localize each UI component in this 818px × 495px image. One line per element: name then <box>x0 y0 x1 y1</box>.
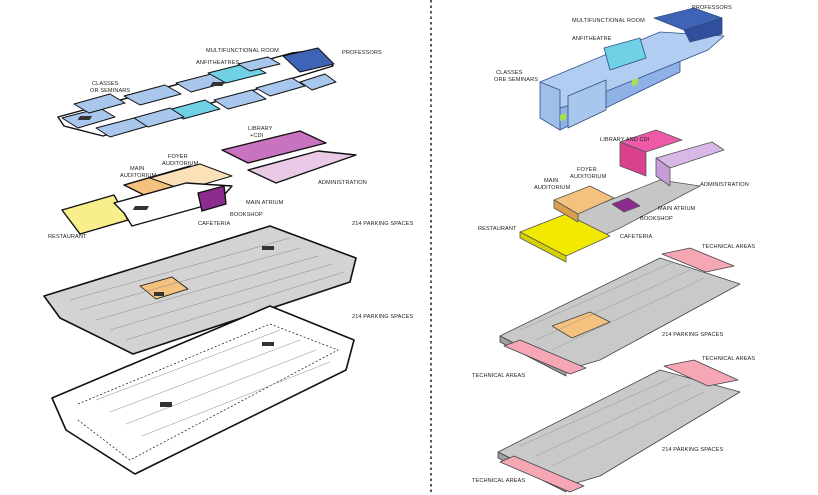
right-parking-2-stalls <box>519 375 705 467</box>
right-label-technical-4: TECHNICAL AREAS <box>472 478 525 484</box>
right-library-side <box>619 141 647 177</box>
right-bookshop <box>611 197 641 213</box>
right-floor-classes <box>539 7 725 131</box>
right-class-block <box>567 79 607 129</box>
left-floor-ground <box>61 130 357 235</box>
left-class-room <box>133 107 185 128</box>
left-stair <box>132 206 150 210</box>
left-parking-2-stalls <box>95 329 331 437</box>
right-green-accent <box>560 113 566 121</box>
left-parking-1-auditorium <box>139 276 189 300</box>
left-class-room <box>213 89 267 110</box>
left-stair <box>210 82 225 86</box>
left-label-library-2: +CDI <box>250 133 264 139</box>
left-administration <box>247 150 357 184</box>
right-label-main-atrium: MAIN ATRIUM <box>658 206 696 212</box>
left-stair <box>77 116 93 120</box>
right-label-library: LIBRARY AND CDI <box>600 137 650 143</box>
left-label-multifunctional: MULTIFUNCTIONAL ROOM <box>206 48 279 54</box>
left-class-room <box>123 84 182 106</box>
right-anfitheatre <box>603 37 647 71</box>
left-multifunctional-room <box>237 56 281 72</box>
left-class-room <box>255 77 306 97</box>
right-label-professors: PROFESSORS <box>692 5 732 11</box>
right-parking-2-stall-row <box>519 375 705 467</box>
left-floor-classes <box>57 47 337 138</box>
left-label-bookshop: BOOKSHOP <box>230 212 263 218</box>
right-label-classes-2: ORE SEMINARS <box>494 77 538 83</box>
right-floor-ground <box>519 129 725 263</box>
left-bookshop <box>197 185 227 212</box>
right-parking-1-auditorium <box>551 311 611 339</box>
left-library <box>221 130 327 164</box>
left-parking-2-stair <box>262 342 274 346</box>
right-restaurant-side <box>519 231 567 263</box>
left-parking-1-stall-row <box>69 237 345 341</box>
left-parking-2-stair <box>160 402 172 407</box>
right-label-cafeteria: CAFETERIA <box>620 234 652 240</box>
left-parking-2-dashed <box>77 323 339 461</box>
left-label-parking-1: 214 PARKING SPACES <box>352 221 413 227</box>
left-label-classes-1: CLASSES <box>92 81 119 87</box>
right-label-foyer-2: AUDITORIUM <box>570 174 607 180</box>
right-parking-1-stall-row <box>519 261 705 351</box>
right-label-restaurant: RESTAURANT <box>478 226 517 232</box>
right-professors-side <box>683 17 723 43</box>
left-label-classes-2: OR SEMINARS <box>90 88 130 94</box>
left-label-foyer-2: AUDITORIUM <box>162 161 199 167</box>
right-parking-2-tech-top <box>663 359 739 387</box>
left-diagram: MULTIFUNCTIONAL ROOM PROFESSORS ANFITHEA… <box>43 47 413 475</box>
right-label-multifunctional: MULTIFUNCTIONAL ROOM <box>572 18 645 24</box>
left-parking-2-stall-row <box>95 329 331 437</box>
left-restaurant <box>61 194 129 235</box>
left-class-room <box>299 73 337 91</box>
left-parking-2 <box>51 305 355 475</box>
right-labels: PROFESSORS MULTIFUNCTIONAL ROOM ANFITHEA… <box>472 5 755 484</box>
left-label-administration: ADMINISTRATION <box>318 180 367 186</box>
right-label-foyer-1: FOYER <box>577 167 597 173</box>
left-parking-1-stalls <box>69 237 345 341</box>
left-label-library-1: LIBRARY <box>248 126 273 132</box>
right-classes-front <box>539 81 561 131</box>
left-label-anfitheatres: ANFITHEATRES <box>196 60 240 66</box>
left-label-mainaud-2: AUDITORIUM <box>120 173 157 179</box>
left-label-foyer-1: FOYER <box>168 154 188 160</box>
right-parking-1-stalls <box>519 261 705 351</box>
right-label-parking-1: 214 PARKING SPACES <box>662 332 723 338</box>
right-label-anfitheatre: ANFITHEATRE <box>572 36 612 42</box>
right-label-technical-3: TECHNICAL AREAS <box>472 373 525 379</box>
left-label-cafeteria: CAFETERIA <box>198 221 230 227</box>
right-parking-2-tech <box>499 455 585 493</box>
right-green-accent <box>632 78 638 86</box>
right-parking-1 <box>499 247 741 377</box>
left-label-professors: PROFESSORS <box>342 50 382 56</box>
left-parking-1-stair <box>154 292 164 296</box>
right-label-classes-1: CLASSES <box>496 70 523 76</box>
right-parking-1-tech-top <box>661 247 735 273</box>
left-parking-1-stair <box>262 246 274 250</box>
left-label-restaurant: RESTAURANT <box>48 234 87 240</box>
right-label-technical-2: TECHNICAL AREAS <box>702 356 755 362</box>
right-parking-1-tech <box>503 339 587 375</box>
left-label-parking-2: 214 PARKING SPACES <box>352 314 413 320</box>
right-parking-2 <box>497 359 741 493</box>
left-label-mainaud-1: MAIN <box>130 166 144 172</box>
right-administration-side <box>655 157 671 187</box>
left-class-room <box>73 93 126 114</box>
right-label-administration: ADMINISTRATION <box>700 182 749 188</box>
right-diagram: PROFESSORS MULTIFUNCTIONAL ROOM ANFITHEA… <box>472 5 755 493</box>
right-administration <box>655 141 725 169</box>
left-professors-room <box>282 47 335 73</box>
right-label-parking-2: 214 PARKING SPACES <box>662 447 723 453</box>
right-main-auditorium-side <box>553 199 579 223</box>
right-label-mainaud-2: AUDITORIUM <box>534 185 571 191</box>
left-label-main-atrium: MAIN ATRIUM <box>246 200 284 206</box>
left-parking-1 <box>43 225 357 355</box>
right-label-mainaud-1: MAIN <box>544 178 558 184</box>
left-labels: MULTIFUNCTIONAL ROOM PROFESSORS ANFITHEA… <box>48 48 413 320</box>
right-label-technical-1: TECHNICAL AREAS <box>702 244 755 250</box>
right-label-bookshop: BOOKSHOP <box>640 216 673 222</box>
